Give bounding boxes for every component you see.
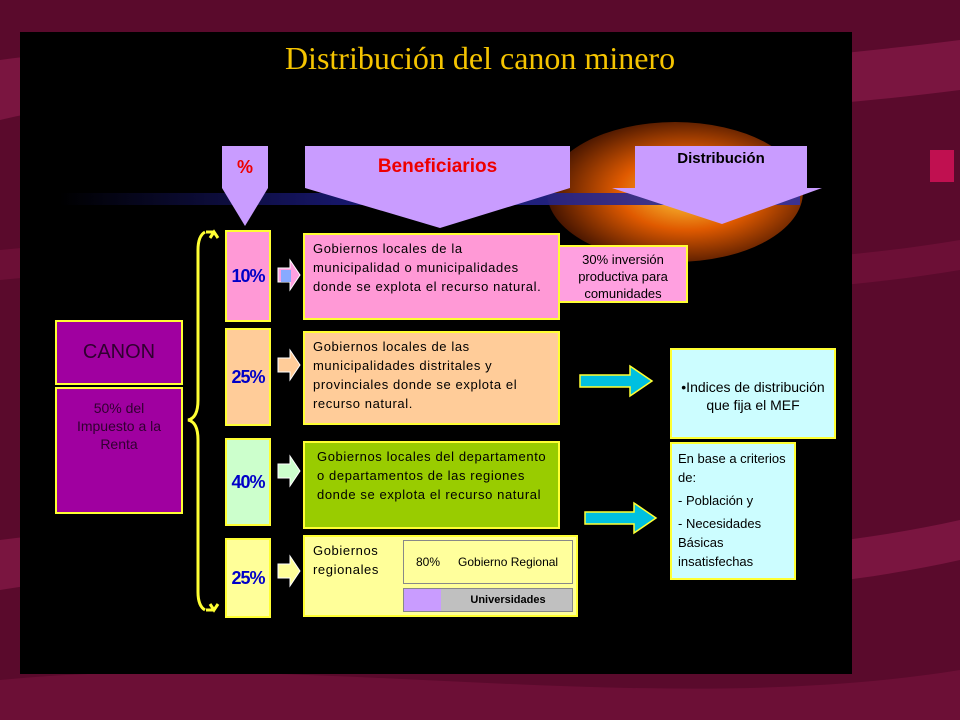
header-beneficiaries: Beneficiarios [305,146,570,188]
canon-description: 50% del Impuesto a la Renta [55,387,183,514]
header-distribution: Distribución [635,146,807,188]
indices-text: •Indices de distribución que fija el MEF [681,379,825,413]
percent-box-2: 25% [225,328,271,426]
regional-gobierno: Gobierno Regional [458,555,559,569]
regional-pct: 80% [416,555,441,569]
regional-row-80: 80% Gobierno Regional [403,540,573,584]
page-title: Distribución del canon minero [284,40,676,76]
criterio-necesidades: - Necesidades Básicas insatisfechas [678,516,762,569]
regional-row-universidades: Universidades [403,588,573,612]
universidades-swatch [404,589,441,611]
beneficiary-box-2: Gobiernos locales de las municipalidades… [303,331,560,425]
criterios-box: En base a criterios de: - Población y - … [670,442,796,580]
criterio-poblacion: - Población y [678,493,754,508]
percent-box-1: 10% [225,230,271,322]
percent-box-3: 40% [225,438,271,526]
percent-box-4: 25% [225,538,271,618]
criterios-title: En base a criterios de: [678,451,786,485]
header-percent: % [222,146,268,188]
canon-box: CANON [55,320,183,385]
beneficiary-box-3: Gobiernos locales del departamento o dep… [303,441,560,529]
inversion-box: 30% inversión productiva para comunidade… [558,245,688,303]
indices-box: •Indices de distribución que fija el MEF [670,348,836,439]
universidades-label: Universidades [470,594,546,606]
beneficiary-box-1: Gobiernos locales de la municipalidad o … [303,233,560,320]
